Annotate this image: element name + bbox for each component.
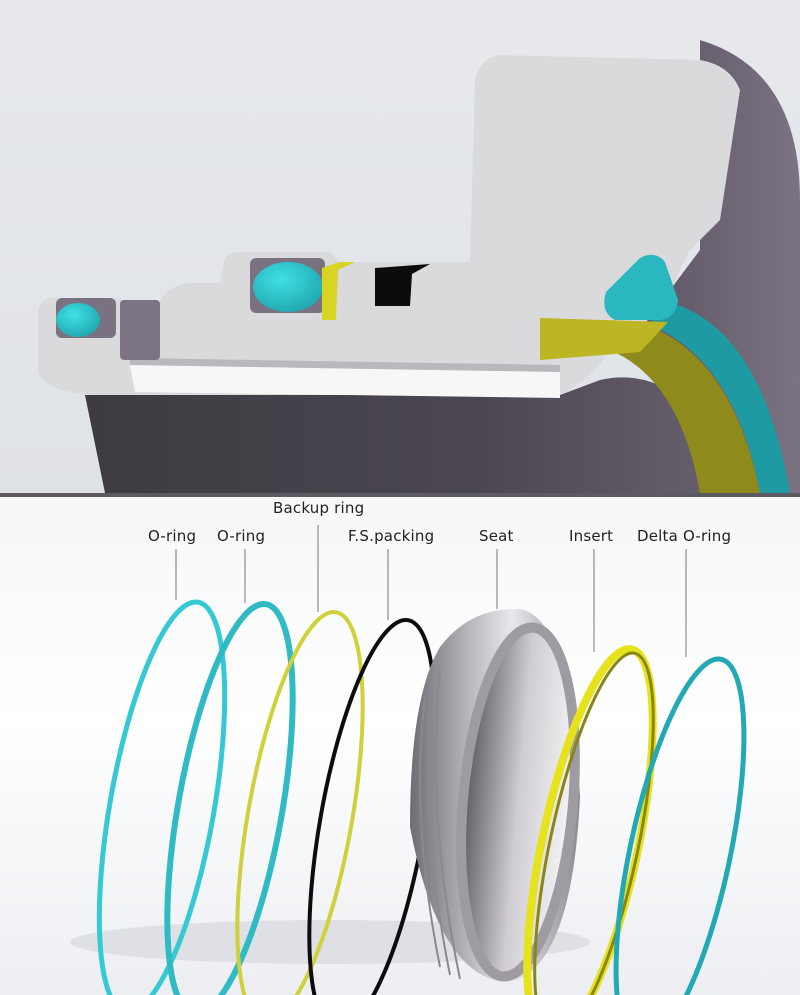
- label-fs-packing: F.S.packing: [348, 527, 435, 545]
- backup-ring: [235, 609, 365, 995]
- o-ring-2-section: [253, 262, 323, 312]
- backup-ring-section: [322, 262, 355, 320]
- seat: [410, 608, 580, 982]
- seat-bore-body: [85, 377, 740, 493]
- insert-section: [610, 320, 760, 493]
- section-divider: [0, 493, 800, 497]
- label-backup-ring: Backup ring: [273, 499, 365, 517]
- housing-end-face: [640, 40, 800, 493]
- exploded-view: O-ring O-ring Backup ring F.S.packing Se…: [0, 497, 800, 995]
- groove-edge: [130, 358, 560, 372]
- fs-packing-section: [375, 264, 430, 306]
- cross-section-view: [0, 0, 800, 493]
- cross-section-drawing: [38, 40, 800, 493]
- o-ring-1-section: [56, 303, 100, 337]
- delta-o-ring-section: [650, 300, 790, 493]
- exploded-drawing: [70, 525, 747, 995]
- delta-o-ring-cross: [604, 254, 678, 320]
- o-ring-1: [96, 599, 228, 995]
- delta-o-ring: [613, 656, 747, 995]
- insert-cross: [540, 318, 668, 360]
- o-ring-2: [164, 600, 296, 995]
- groove-2: [120, 300, 160, 360]
- housing-section: [38, 55, 740, 395]
- label-o-ring-2: O-ring: [217, 527, 266, 545]
- label-insert: Insert: [569, 527, 614, 545]
- insert-inner-edge: [533, 651, 655, 995]
- label-o-ring-1: O-ring: [148, 527, 197, 545]
- label-delta-o-ring: Delta O-ring: [637, 527, 732, 545]
- label-seat: Seat: [479, 527, 514, 545]
- bore-groove: [130, 365, 560, 398]
